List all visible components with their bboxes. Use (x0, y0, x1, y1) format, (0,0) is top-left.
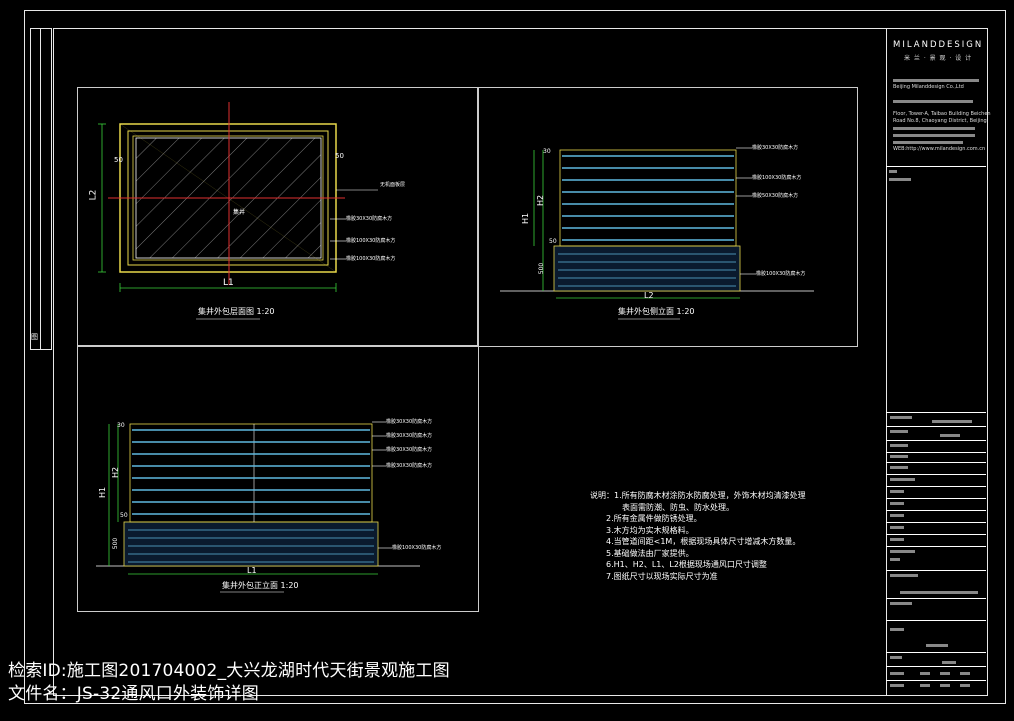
address-line-2: Road No.8, Chaoyang District, Beijing (893, 118, 987, 124)
plan-dim-50-right: 50 (335, 152, 344, 160)
front-callout-3: 橡胶30X30防腐木方 (386, 447, 433, 453)
note-6: 6.H1、H2、L1、L2根据现场通风口尺寸调整 (606, 560, 767, 569)
plan-callout-1: 无机面板层 (380, 182, 406, 188)
caption-search-id: 检索ID:施工图201704002_大兴龙湖时代天街景观施工图 (8, 661, 450, 681)
note-2: 2.所有金属件做防锈处理。 (606, 514, 702, 523)
brand-logo: MILANDDESIGN (893, 40, 984, 50)
company-en: Beijing Milanddesign Co.,Ltd (893, 84, 964, 90)
side-dim-500: 500 (538, 262, 546, 275)
side-dim-l2: L2 (644, 291, 654, 300)
plan-callout-3: 橡胶100X30防腐木方 (346, 238, 396, 244)
side-view (500, 147, 814, 320)
side-dim-h1: H1 (521, 212, 531, 225)
brand-subtitle: 米 兰 · 景 观 · 设 计 (904, 55, 973, 62)
plan-callout-4: 橡胶100X30防腐木方 (346, 256, 396, 262)
company-cn-bar (893, 79, 979, 82)
front-callout-5: 橡胶100X30防腐木方 (392, 545, 442, 551)
company-website: WEB:http://www.milandesign.com.cn (893, 146, 986, 152)
address-line-1: Floor, Tower-A, Taibao Building Beichen (893, 111, 991, 117)
front-dim-30: 30 (117, 422, 125, 429)
plan-dim-l2: L2 (88, 189, 99, 201)
front-callout-1: 橡胶30X30防腐木方 (386, 419, 433, 425)
note-5: 5.基础做法由厂家提供。 (606, 548, 694, 558)
side-dim-50: 50 (549, 238, 557, 245)
side-callout-4: 橡胶100X30防腐木方 (756, 271, 806, 277)
tb-project-label (889, 170, 897, 173)
side-dim-h2: H2 (536, 194, 546, 207)
note-7: 7.图纸尺寸以现场实际尺寸为准 (606, 571, 718, 581)
front-dim-50: 50 (120, 512, 128, 519)
side-callout-2: 橡胶100X30防腐木方 (752, 175, 802, 181)
title-block (886, 28, 988, 696)
binding-strip-col (40, 28, 52, 350)
view-frame-front (77, 345, 479, 612)
front-dim-h2: H2 (111, 466, 121, 479)
design-notes: 说明：1.所有防腐木材涂防水防腐处理，外饰木材均清漆处理 表面需防潮、防虫、防水… (590, 490, 880, 582)
plan-view-title: 集井外包层面图 1:20 (198, 307, 275, 316)
side-view-title: 集井外包侧立面 1:20 (618, 307, 695, 316)
front-callout-2: 橡胶30X30防腐木方 (386, 433, 433, 439)
plan-dim-l1: L1 (223, 278, 234, 288)
caption-file-name: 文件名：JS-32通风口外装饰详图 (8, 684, 259, 704)
side-callout-3: 橡胶50X30防腐木方 (752, 193, 799, 199)
plan-center-label: 集井 (233, 209, 246, 216)
email-bar (893, 141, 963, 144)
front-dim-h1: H1 (98, 486, 108, 499)
side-dim-30: 30 (543, 148, 551, 155)
note-1: 说明：1.所有防腐木材涂防水防腐处理，外饰木材均清漆处理 (590, 491, 806, 500)
plan-dim-50-left: 50 (114, 156, 123, 164)
note-4: 4.当管道间距<1M，根据现场具体尺寸增减木方数量。 (606, 537, 801, 546)
addr-cn-bar (893, 100, 973, 103)
side-callout-1: 橡胶30X30防腐木方 (752, 145, 799, 151)
plan-callout-2: 橡胶30X30防腐木方 (346, 216, 393, 222)
note-3: 3.木方均为实木规格料。 (606, 525, 694, 535)
view-frame-side (477, 87, 858, 347)
view-frame-plan (77, 87, 479, 347)
note-1b: 表面需防潮、防虫、防水处理。 (622, 502, 734, 512)
front-view-title: 集井外包正立面 1:20 (222, 581, 299, 590)
front-dim-500: 500 (112, 537, 120, 550)
outer-frame (24, 10, 1006, 704)
phone-bar-1 (893, 127, 975, 130)
tb-project-value (889, 178, 911, 181)
front-dim-l1: L1 (247, 566, 257, 575)
phone-bar-2 (893, 134, 975, 137)
plan-view (98, 102, 378, 320)
binding-label: 图 (31, 333, 38, 341)
front-view (96, 421, 420, 593)
front-callout-4: 橡胶30X30防腐木方 (386, 463, 433, 469)
